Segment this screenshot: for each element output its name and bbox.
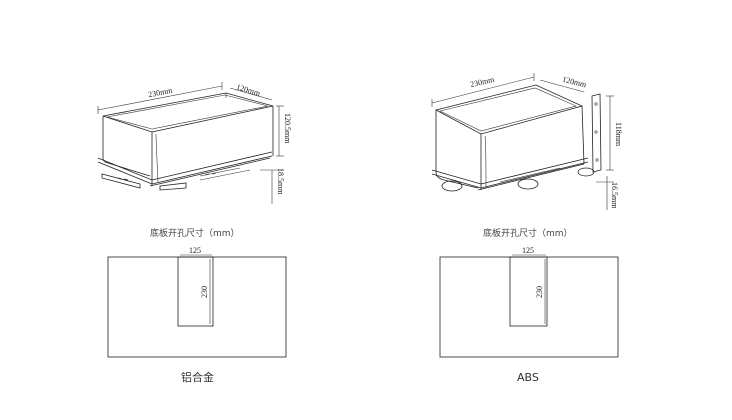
left-cutout-caption: 底板开孔尺寸（mm） bbox=[150, 227, 240, 239]
right-width-label: 230mm bbox=[469, 75, 496, 89]
right-lip-dimension bbox=[596, 176, 614, 210]
left-depth-dimension bbox=[229, 87, 273, 101]
left-lip-label: 18.5mm bbox=[276, 168, 285, 195]
left-cutout-hole bbox=[177, 256, 214, 327]
right-cutout-width: 125 bbox=[522, 246, 534, 255]
right-box-drawing bbox=[431, 84, 602, 192]
right-material-label: ABS bbox=[517, 371, 539, 384]
right-lip-label: 16.5mm bbox=[610, 182, 619, 209]
left-board bbox=[107, 256, 287, 358]
left-material-label: 铝合金 bbox=[181, 370, 214, 384]
left-width-dimension bbox=[97, 82, 223, 114]
right-cutout-caption: 底板开孔尺寸（mm） bbox=[483, 227, 573, 239]
left-cutout-width: 125 bbox=[189, 246, 201, 255]
left-width-label: 230mm bbox=[147, 86, 173, 100]
left-box-drawing bbox=[97, 92, 274, 191]
right-width-dimension bbox=[431, 73, 535, 107]
left-lip-dimension bbox=[260, 169, 284, 204]
right-cutout-height: 230 bbox=[535, 286, 544, 298]
left-cutout-height: 230 bbox=[200, 286, 209, 298]
right-height-label: 118mm bbox=[614, 122, 623, 147]
right-cutout-hole bbox=[509, 256, 548, 327]
right-board bbox=[439, 256, 619, 358]
right-depth-label: 120mm bbox=[561, 75, 588, 90]
left-height-dimension bbox=[276, 105, 284, 157]
left-height-label: 120.5mm bbox=[283, 113, 292, 144]
right-height-dimension bbox=[606, 95, 614, 171]
left-depth-label: 120mm bbox=[235, 82, 262, 98]
right-depth-dimension bbox=[539, 79, 585, 93]
